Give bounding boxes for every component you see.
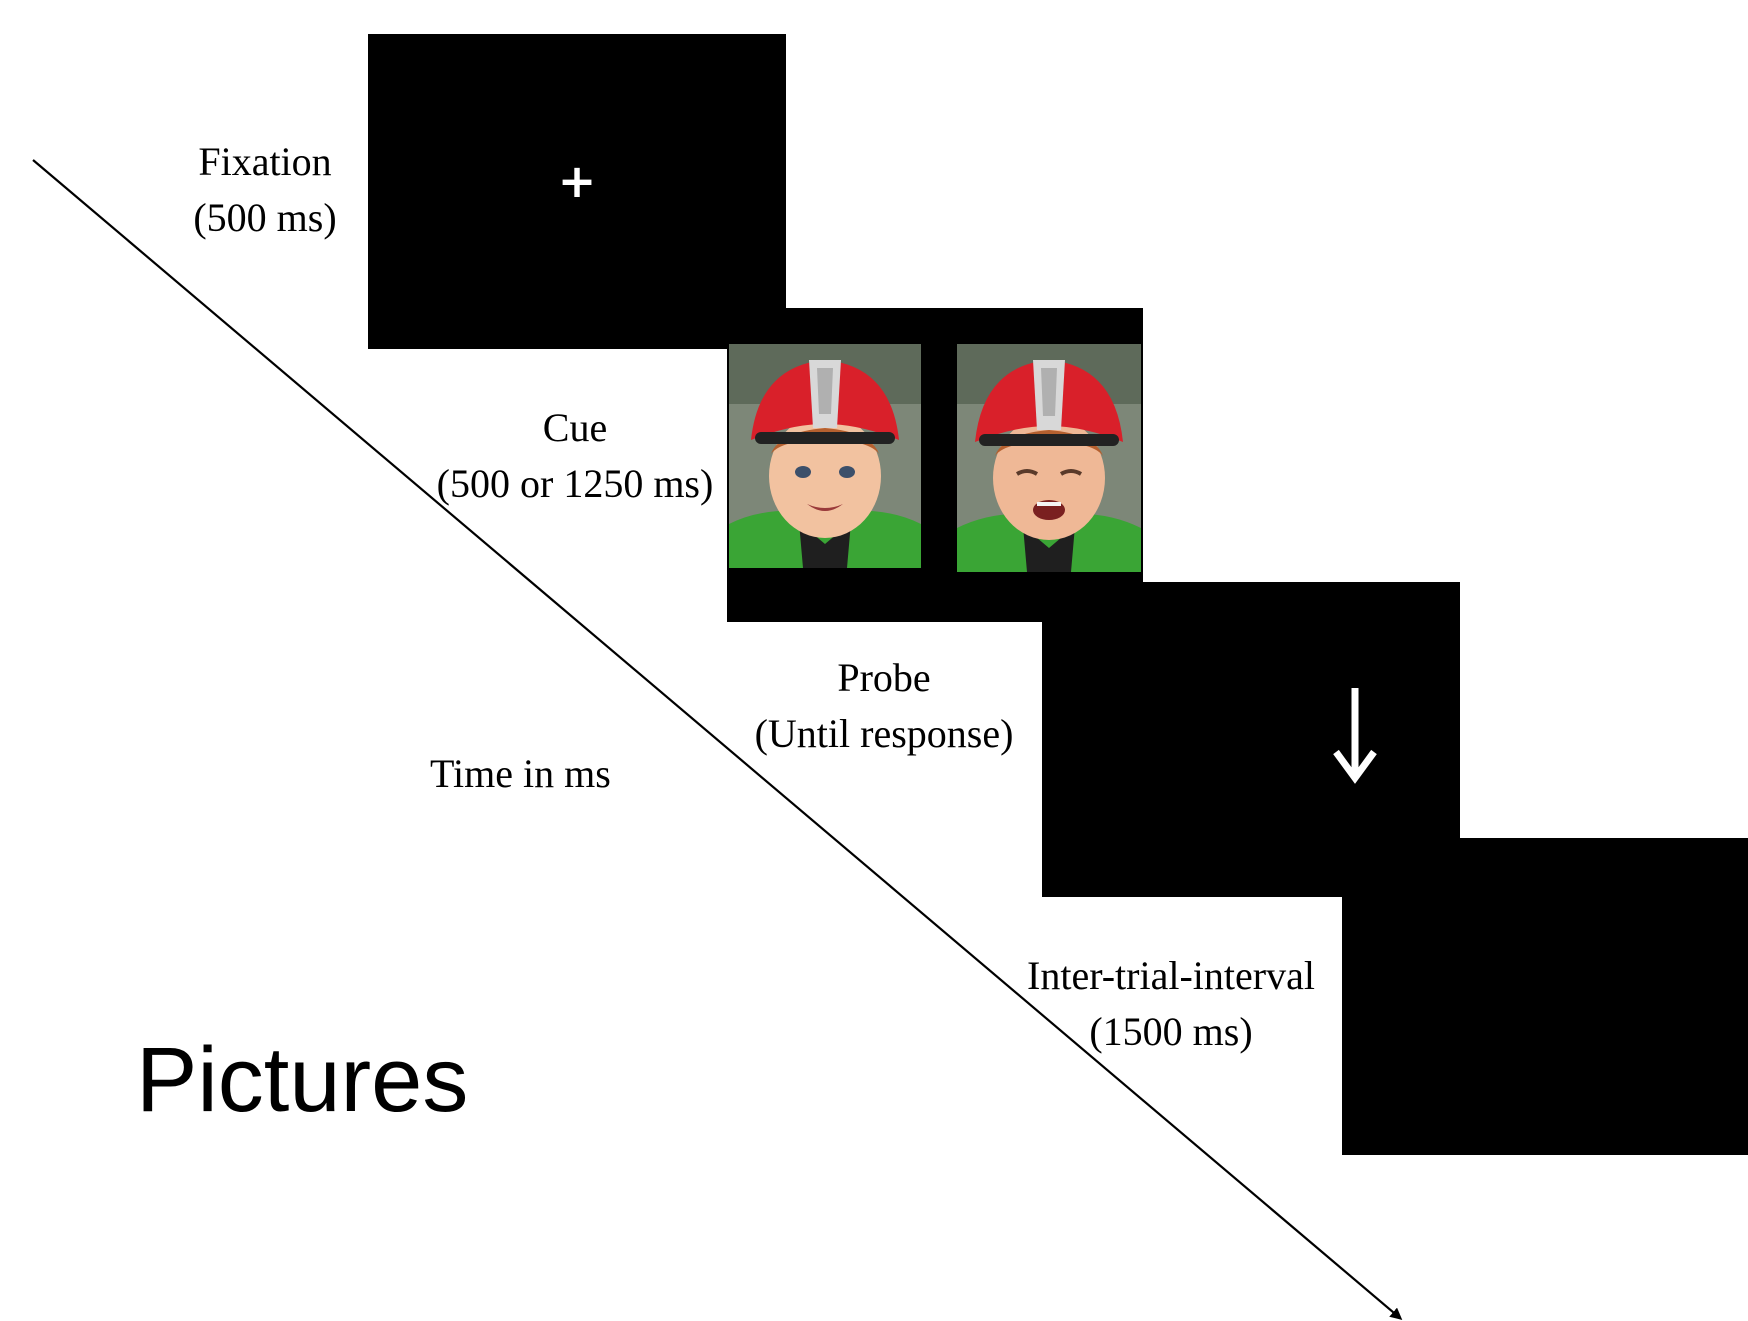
- happy-child-face-image: [729, 344, 921, 568]
- stage-duration: (Until response): [754, 711, 1014, 756]
- stage-duration: (500 or 1250 ms): [436, 461, 714, 506]
- down-arrow-icon: [1333, 688, 1377, 784]
- fixation-label: Fixation (500 ms): [175, 134, 355, 246]
- inter-trial-interval-label: Inter-trial-interval (1500 ms): [996, 948, 1346, 1060]
- cue-screen: [727, 308, 1143, 622]
- time-axis-label: Time in ms: [430, 751, 611, 796]
- crying-child-face-image: [957, 344, 1141, 572]
- probe-label: Probe (Until response): [726, 650, 1042, 762]
- stage-name: Probe: [837, 655, 931, 700]
- fixation-screen: +: [368, 34, 786, 349]
- stage-name: Cue: [542, 405, 608, 450]
- inter-trial-interval-screen: [1342, 838, 1748, 1155]
- stage-duration: (1500 ms): [1089, 1009, 1253, 1054]
- stage-name: Fixation: [198, 139, 332, 184]
- stage-name: Inter-trial-interval: [1027, 953, 1315, 998]
- cue-label: Cue (500 or 1250 ms): [425, 400, 725, 512]
- diagram-title: Pictures: [136, 1029, 469, 1131]
- stage-duration: (500 ms): [193, 195, 337, 240]
- fixation-cross-icon: +: [557, 154, 597, 208]
